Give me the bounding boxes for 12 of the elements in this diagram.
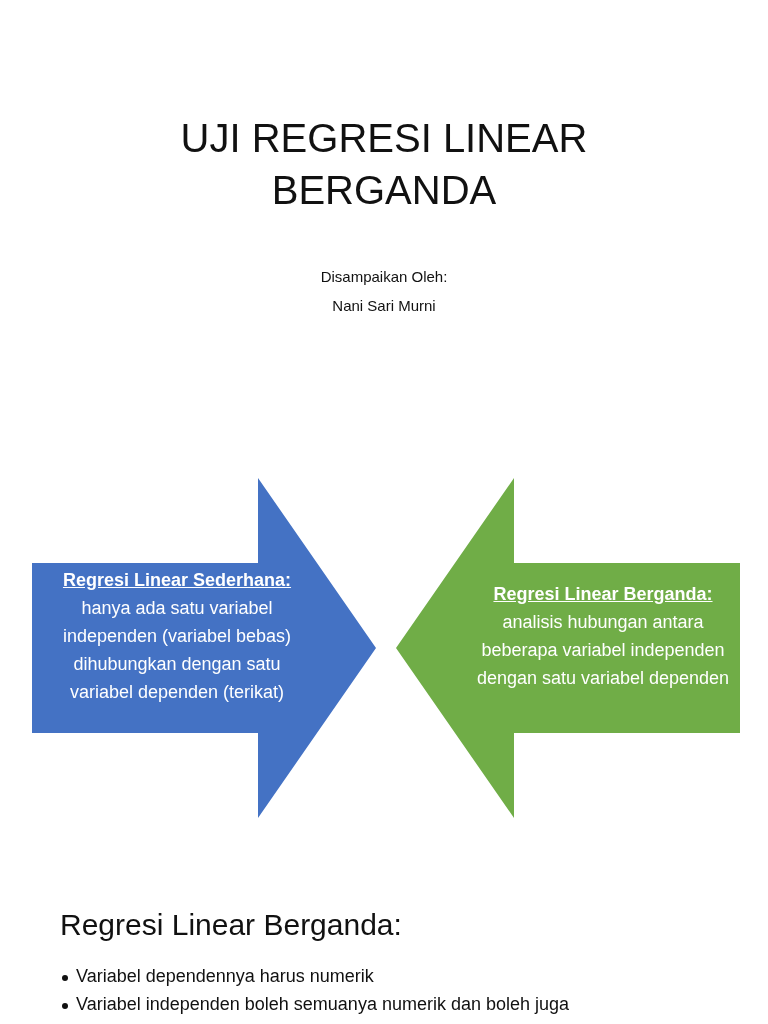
- arrow-heading: Regresi Linear Berganda:: [492, 583, 714, 606]
- slide-title: UJI REGRESI LINEAR BERGANDA: [179, 115, 589, 214]
- right-arrow-shape: [32, 478, 376, 818]
- bullet-text: Variabel independen boleh semuanya numerik dan boleh juga: [60, 994, 570, 1015]
- arrow-heading: Regresi Linear Sederhana:: [61, 569, 293, 592]
- section-heading: Regresi Linear Berganda:: [60, 908, 402, 942]
- arrow-text: hanya ada satu variabel independen (variabel bebas) dihubungkan dengan satu variabel dependen (terikat): [61, 597, 293, 704]
- left-arrow-shape: [396, 478, 740, 818]
- arrow-text: analisis hubungan antara beberapa variabel independen dengan satu variabel dependen: [475, 611, 731, 690]
- author-name: Nani Sari Murni: [331, 297, 437, 314]
- bullet-text: Variabel dependennya harus numerik: [60, 966, 374, 987]
- subtitle-text: Disampaikan Oleh:: [319, 268, 449, 285]
